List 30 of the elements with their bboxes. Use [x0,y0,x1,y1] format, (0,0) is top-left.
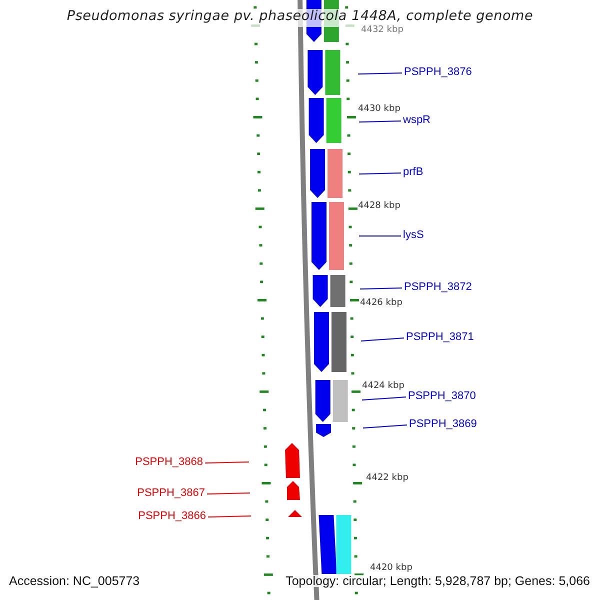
leader-line [204,462,250,464]
gene-label: PSPPH_3872 [404,282,472,293]
leader-line [360,288,402,290]
leader-line [208,516,252,518]
leader-line [206,492,250,494]
gene-label: PSPPH_3869 [409,419,477,430]
leader-line [358,72,402,74]
gene-label: PSPPH_3866 [138,511,206,522]
gene-label: prfB [403,167,424,178]
leader-line [358,172,402,174]
scale-label: 4424 kbp [362,382,404,390]
leader-line [362,424,408,428]
gene-label: PSPPH_3871 [406,332,474,343]
scale-label: 4432 kbp [361,26,404,34]
gene-label: PSPPH_3876 [404,67,472,78]
scale-label: 4430 kbp [358,104,400,114]
scale-label: 4422 kbp [366,474,408,482]
gene-label: lysS [403,230,424,241]
leader-line [362,396,406,400]
gene-label: PSPPH_3870 [408,391,476,402]
leader-line [358,120,402,122]
scale-label: 4426 kbp [360,298,402,308]
scale-label: 4428 kbp [358,202,400,210]
gene-label: PSPPH_3867 [137,488,205,499]
gene-label: PSPPH_3868 [135,457,203,468]
scale-label: 4420 kbp [370,564,412,572]
leader-line [360,338,404,342]
footer-text: Accession: NC_005773 [9,574,140,588]
gene-label: wspR [403,115,431,126]
footer-text: Topology: circular; Length: 5,928,787 bp; Genes: 5,066 [286,574,590,588]
